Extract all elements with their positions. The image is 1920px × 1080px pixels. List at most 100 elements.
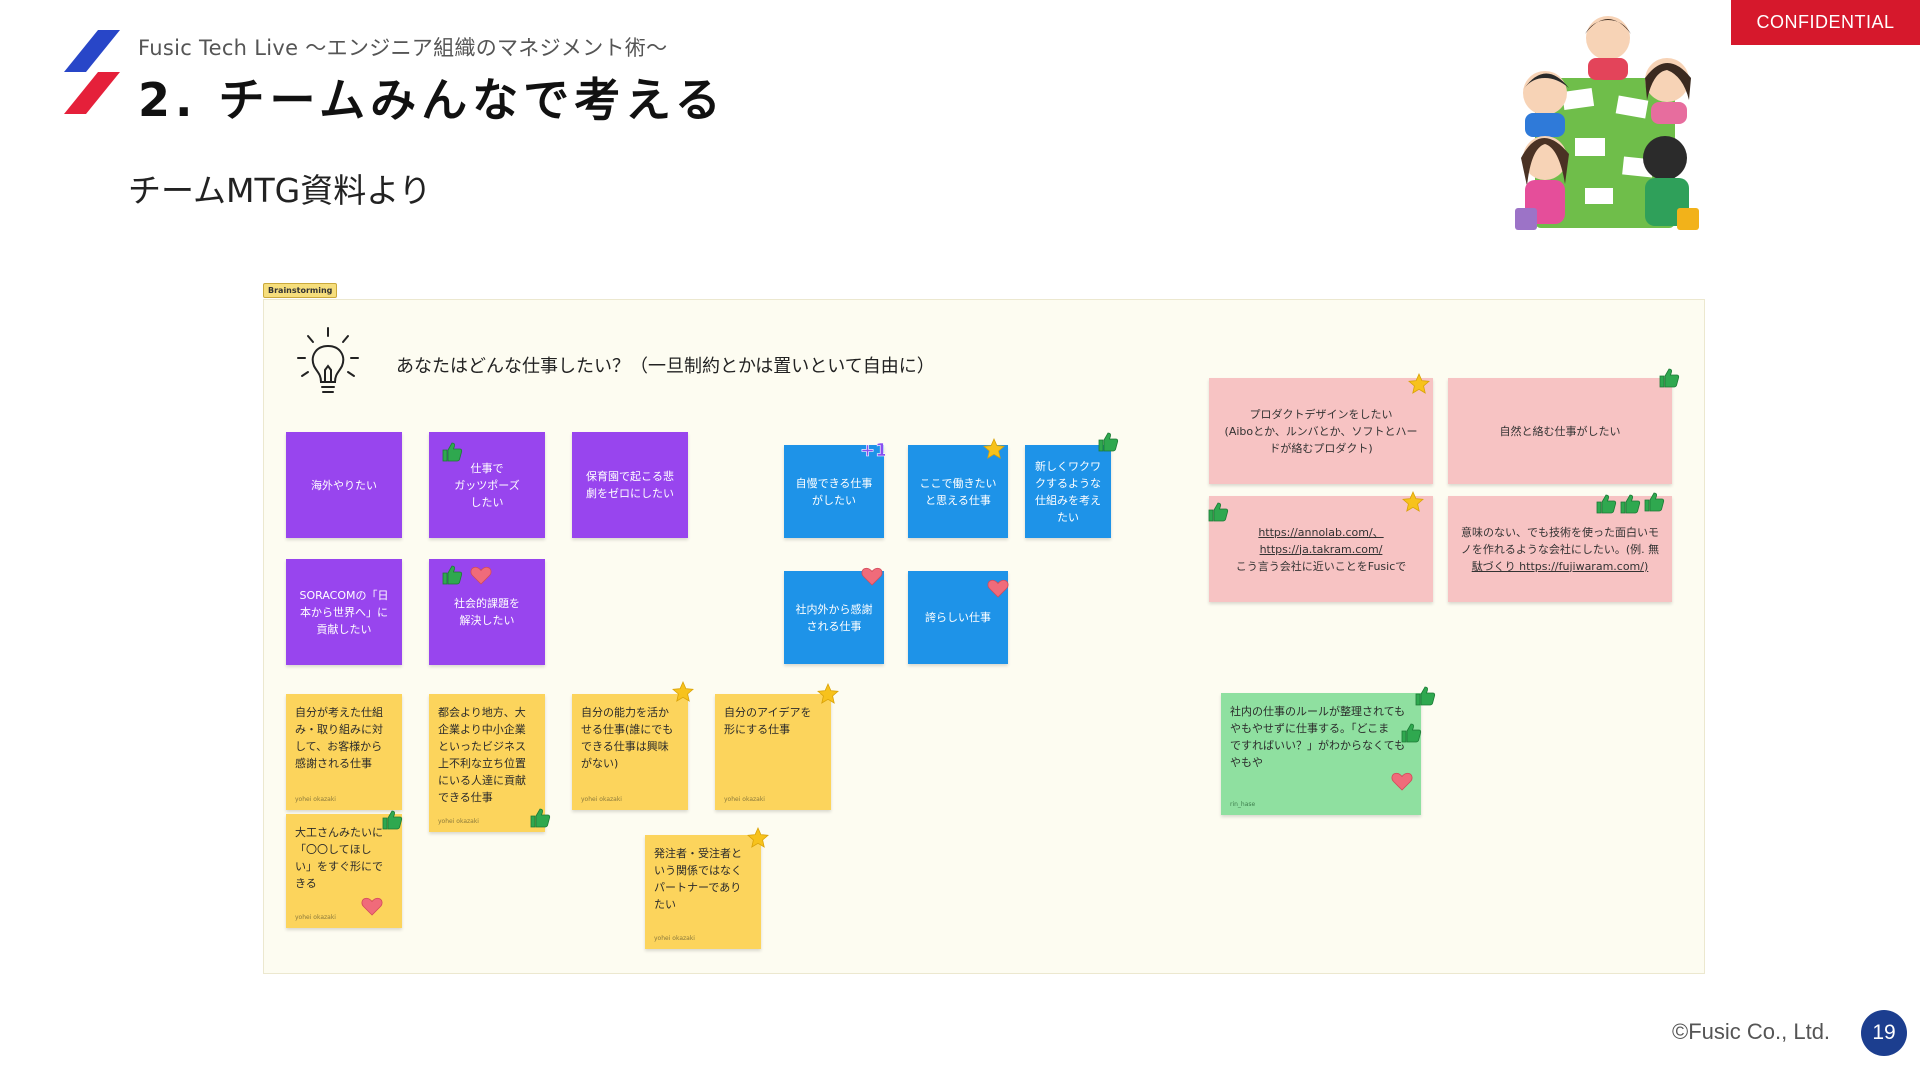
sticky-note-line: 保育園で起こる悲 (586, 470, 674, 483)
sticky-note-line: 大工さんみたいに (295, 826, 383, 839)
sticky-note-text: 自分の能力を活かせる仕事(誰にでもできる仕事は興味がない) (581, 704, 673, 772)
sticky-note-line: たい (654, 898, 676, 911)
page-number: 19 (1861, 1010, 1907, 1056)
sticky-note[interactable]: 都会より地方、大企業より中小企業といったビジネス上不利な立ち位置にいる人達に貢献… (429, 694, 545, 832)
sticky-note-text: 自分が考えた仕組み・取り組みに対して、お客様から感謝される仕事 (295, 704, 383, 772)
sticky-note[interactable]: https://annolab.com/、https://ja.takram.c… (1209, 496, 1433, 602)
sticky-note-line: https://annolab.com/、 (1258, 525, 1384, 539)
sticky-note[interactable]: 新しくワクワクするような仕組みを考えたい (1025, 445, 1111, 538)
thumbs-up-icon (1401, 723, 1422, 743)
heart-icon (470, 566, 492, 585)
sticky-note[interactable]: 保育園で起こる悲劇をゼロにしたい (572, 432, 688, 538)
sticky-note-line: 自分が考えた仕組 (295, 706, 383, 719)
sticky-note-line: 自慢できる仕事 (795, 476, 873, 490)
sticky-note-line: SORACOMの「日 (299, 588, 389, 602)
sticky-note-line: パートナーであり (654, 881, 742, 894)
sticky-note-text: 海外やりたい (311, 477, 377, 494)
sticky-note-line: ガッツポーズ (454, 478, 520, 492)
sticky-note[interactable]: SORACOMの「日本から世界へ」に貢献したい (286, 559, 402, 665)
sticky-note[interactable]: プロダクトデザインをしたい(Aiboとか、ルンバとか、ソフトとハードが絡むプロダ… (1209, 378, 1433, 484)
confidential-badge: CONFIDENTIAL (1731, 0, 1920, 45)
sticky-note-line: やもや (1230, 756, 1263, 769)
sticky-note-line: がない) (581, 757, 619, 770)
sticky-note-line: 海外やりたい (311, 478, 377, 492)
thumbs-up-icon (382, 810, 403, 830)
sticky-note[interactable]: 自分が考えた仕組み・取り組みに対して、お客様から感謝される仕事 yohei oka… (286, 694, 402, 810)
sticky-note-text: 意味のない、でも技術を使った面白いモノを作れるような会社にしたい。(例. 無駄づ… (1461, 524, 1659, 575)
sticky-note-line: して、お客様から (295, 740, 383, 753)
sticky-note-text: 自分のアイデアを形にする仕事 (724, 704, 811, 738)
sticky-note[interactable]: 自分の能力を活かせる仕事(誰にでもできる仕事は興味がない) yohei okaza… (572, 694, 688, 810)
sticky-note-line: したい (470, 495, 504, 509)
sticky-note-author: yohei okazaki (654, 935, 695, 942)
sticky-note-line: 誇らしい仕事 (925, 611, 991, 624)
sticky-note-line: 仕事で (470, 461, 504, 475)
sticky-note-author: yohei okazaki (438, 818, 479, 825)
sticky-note-line: 発注者・受注者と (654, 847, 742, 860)
sticky-note-line: と思える仕事 (925, 493, 991, 507)
sticky-note-line: やもやせずに仕事する。「どこま (1230, 722, 1390, 735)
sticky-note-line: い」をすぐ形にで (295, 860, 383, 873)
sticky-note[interactable]: ここで働きたいと思える仕事 (908, 445, 1008, 538)
sticky-note-line: いう関係ではなく (654, 864, 742, 877)
brand-slash-logo (64, 30, 120, 114)
sticky-note-line: たい (1057, 510, 1079, 524)
sticky-note-text: 社会的課題を解決したい (454, 595, 520, 629)
sticky-note[interactable]: 発注者・受注者という関係ではなくパートナーでありたい yohei okazaki (645, 835, 761, 949)
sticky-note-line: ノを作れるような会社にしたい。(例. 無 (1460, 542, 1660, 556)
sticky-note-line: せる仕事(誰にでも (581, 723, 674, 736)
heart-icon (361, 897, 383, 916)
star-icon (1408, 373, 1430, 394)
sticky-note-author: yohei okazaki (295, 796, 336, 803)
sticky-note-line: きる (295, 877, 317, 890)
sticky-note-text: SORACOMの「日本から世界へ」に貢献したい (300, 587, 389, 638)
sticky-note-text: 発注者・受注者という関係ではなくパートナーでありたい (654, 845, 742, 913)
sticky-note-line: 自分の能力を活か (581, 706, 669, 719)
thumbs-up-icon (1644, 492, 1665, 512)
slide-title: 2. チームみんなで考える (138, 73, 726, 127)
thumbs-up-icon (1596, 494, 1617, 514)
sticky-note-line: がしたい (812, 493, 856, 507)
sticky-note-line: 都会より地方、大 (438, 706, 526, 719)
sticky-note-text: 都会より地方、大企業より中小企業といったビジネス上不利な立ち位置にいる人達に貢献… (438, 704, 526, 806)
sticky-note-line: クするような (1035, 476, 1101, 490)
thumbs-up-icon (442, 442, 463, 462)
sticky-note-line: 解決したい (459, 614, 515, 627)
sticky-note[interactable]: 社内の仕事のルールが整理されてもやもやせずに仕事する。「どこまですればいい？」が… (1221, 693, 1421, 815)
sticky-note-author: yohei okazaki (581, 796, 622, 803)
sticky-note-line: (Aiboとか、ルンバとか、ソフトとハー (1224, 424, 1418, 438)
sticky-note-author: yohei okazaki (295, 914, 336, 921)
copyright: ©Fusic Co., Ltd. (1672, 1019, 1831, 1044)
sticky-note[interactable]: 自然と絡む仕事がしたい (1448, 378, 1672, 484)
sticky-note-line: される仕事 (806, 619, 862, 633)
thumbs-up-icon (1098, 432, 1119, 452)
sticky-note-text: 自然と絡む仕事がしたい (1500, 423, 1621, 440)
thumbs-up-icon (530, 808, 551, 828)
board-question: あなたはどんな仕事したい？（一旦制約とかは置いといて自由に） (396, 356, 935, 377)
sticky-note[interactable]: 自慢できる仕事がしたい (784, 445, 884, 538)
sticky-note-line: 形にする仕事 (724, 723, 791, 736)
sticky-note[interactable]: 意味のない、でも技術を使った面白いモノを作れるような会社にしたい。(例. 無駄づ… (1448, 496, 1672, 602)
board-tag: Brainstorming (263, 283, 338, 298)
thumbs-up-icon (1415, 686, 1436, 706)
thumbs-up-icon (1208, 502, 1229, 522)
sticky-note[interactable]: 海外やりたい (286, 432, 402, 538)
heart-icon (1391, 772, 1413, 791)
sticky-note-line: 意味のない、でも技術を使った面白いモ (1460, 525, 1659, 539)
sticky-note-text: ここで働きたいと思える仕事 (920, 475, 997, 509)
sticky-note-line: 感謝される仕事 (295, 757, 372, 770)
sticky-note-line: 貢献したい (316, 622, 372, 636)
sticky-note-line: 自然と絡む仕事がしたい (1499, 424, 1621, 438)
thumbs-up-icon (1659, 368, 1680, 388)
sticky-note-text: 社内外から感謝される仕事 (796, 601, 873, 635)
sticky-note-line: できる仕事は興味 (581, 740, 669, 753)
sticky-note-text: 誇らしい仕事 (925, 609, 991, 626)
sticky-note-line: といったビジネス (438, 740, 526, 753)
star-icon (817, 683, 839, 704)
sticky-note[interactable]: 社内外から感謝される仕事 (784, 571, 884, 664)
brainstorming-board[interactable]: あなたはどんな仕事したい？（一旦制約とかは置いといて自由に） 海外やりたい 仕事… (263, 299, 1705, 974)
presentation-kicker: Fusic Tech Live ～エンジニア組織のマネジメント術～ (138, 36, 668, 60)
sticky-note-line: ですればいい？」がわからなくても (1230, 739, 1406, 752)
